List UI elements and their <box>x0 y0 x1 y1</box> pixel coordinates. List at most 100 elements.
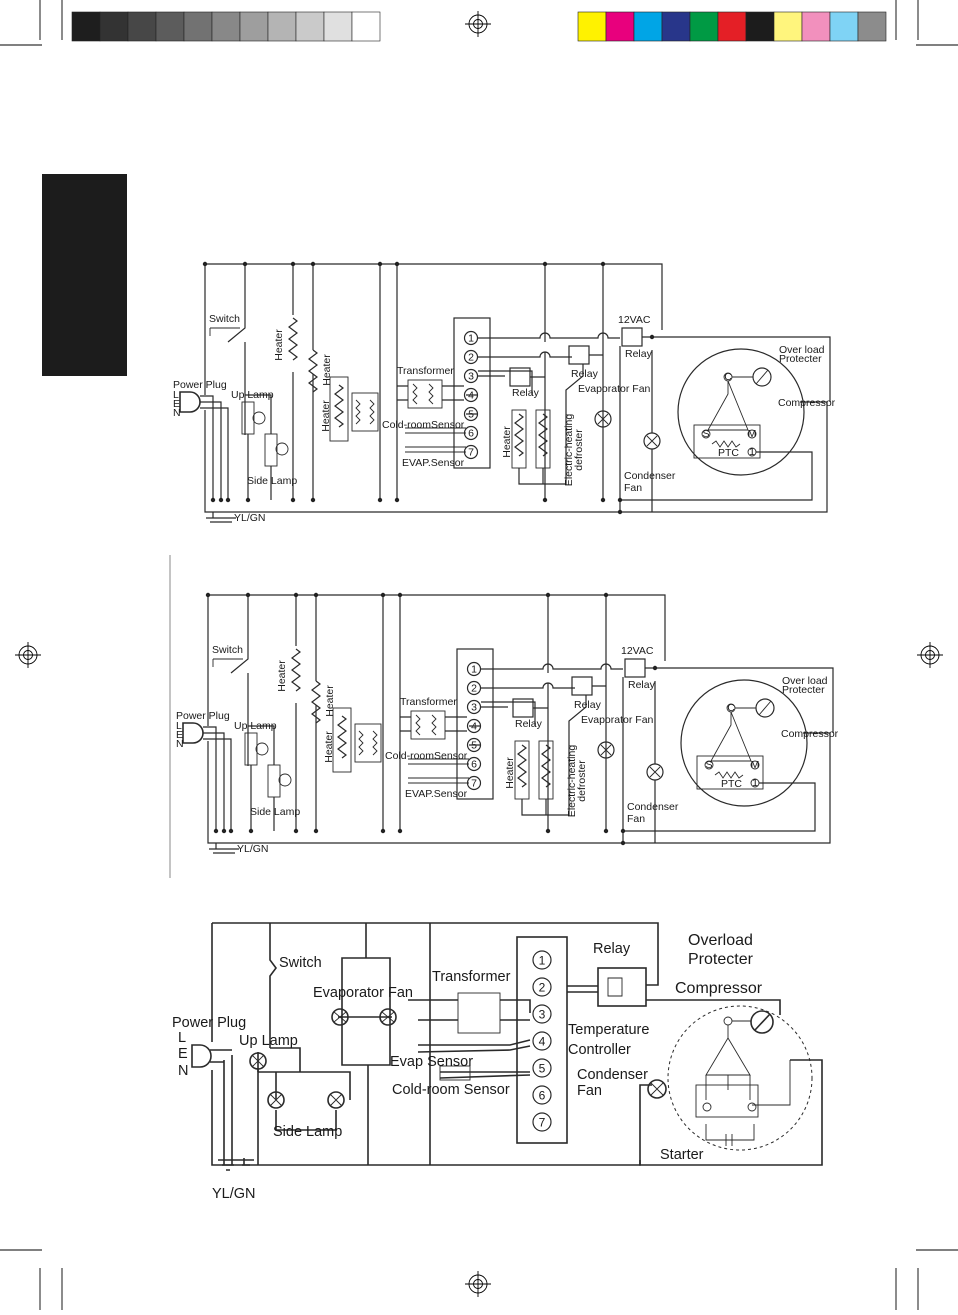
d2-ground-label: YL/GN <box>237 843 269 855</box>
ptc-box <box>693 424 761 459</box>
terminal-number: 6 <box>471 759 477 771</box>
wire <box>205 263 663 330</box>
junction-dot <box>313 592 319 598</box>
coil <box>355 399 375 425</box>
d2-power-plug-label: Power Plug <box>176 710 230 722</box>
compressor-circle <box>677 348 805 476</box>
junction-dot <box>293 828 299 834</box>
d1-cold-room-sensor-label: Cold-roomSensor <box>382 419 465 431</box>
junction-dot <box>210 497 216 503</box>
wire <box>466 394 478 415</box>
d2-cold-room-sensor-label: Cold-roomSensor <box>385 750 468 762</box>
evaporator-fan <box>597 741 615 759</box>
ptc-box <box>696 755 764 790</box>
d1-transformer-label: Transformer <box>397 365 454 377</box>
terminal-circle <box>532 1004 552 1024</box>
junction-dot <box>293 592 299 598</box>
junction-dot <box>213 828 219 834</box>
d2-overload-label-2: Protecter <box>782 684 825 696</box>
d1-defroster-label-2: defroster <box>573 429 585 471</box>
d2-condenser-label-1: Condenser <box>627 801 679 813</box>
junction-dot <box>221 828 227 834</box>
terminal-number: 1 <box>539 954 546 968</box>
heater-frame <box>354 723 382 763</box>
condenser-fan-symbol <box>647 1079 667 1099</box>
d1-evap-sensor-label: EVAP.Sensor <box>402 457 465 469</box>
heater-frame <box>332 707 352 773</box>
wire <box>645 667 834 733</box>
terminal-number: 6 <box>539 1089 546 1103</box>
junction-dot <box>620 840 626 846</box>
d2-up-lamp-label: Up Lamp <box>234 720 277 732</box>
registration-mark-left <box>15 642 41 668</box>
d2-comp-c: C <box>727 702 735 714</box>
wire <box>755 369 769 385</box>
d3-power-plug-label: Power Plug <box>172 1015 246 1031</box>
heater-element <box>541 744 551 788</box>
junction-dot <box>218 497 224 503</box>
compressor-winding <box>710 711 752 762</box>
junction-dot <box>310 497 316 503</box>
terminal-circle <box>463 330 479 346</box>
d2-evap-sensor-label: EVAP.Sensor <box>405 788 468 800</box>
heater-element <box>308 349 318 393</box>
d1-heater-label-3: Heater <box>320 400 332 432</box>
compressor-terminal <box>701 429 711 439</box>
terminal-number: 2 <box>539 981 546 995</box>
d1-pin-n: N <box>173 407 181 419</box>
d3-condenser-label-2: Fan <box>577 1083 602 1099</box>
junction-dot <box>652 665 658 671</box>
ptc-resistor <box>714 771 744 779</box>
d1-condenser-label-1: Condenser <box>624 470 676 482</box>
junction-dot <box>600 497 606 503</box>
d1-switch-label: Switch <box>209 313 240 325</box>
heater-element <box>311 680 321 724</box>
d3-cold-room-sensor-label: Cold-room Sensor <box>392 1082 510 1098</box>
compressor-terminal <box>750 760 760 770</box>
gray-swatch <box>351 11 381 42</box>
wire <box>209 843 239 854</box>
d1-relay-label-1: Relay <box>512 387 540 399</box>
d1-heater-label-1: Heater <box>273 329 285 361</box>
transformer-frame <box>410 710 446 740</box>
gray-swatch <box>323 11 353 42</box>
d3-overload-label-1: Overload <box>688 932 753 949</box>
color-swatch <box>773 11 803 42</box>
junction-dot <box>228 828 234 834</box>
section-tab <box>42 174 127 376</box>
d1-comp-m: M <box>748 428 757 440</box>
relay-coil <box>621 327 643 347</box>
d1-overload-label-2: Protecter <box>779 353 822 365</box>
junction-dot <box>245 592 251 598</box>
registration-mark-bottom <box>465 1271 491 1297</box>
d1-pin-l: L <box>173 389 179 401</box>
wire <box>481 663 623 670</box>
wire <box>204 401 828 513</box>
d1-up-lamp-label: Up Lamp <box>231 389 274 401</box>
compressor-overload-symbol <box>695 1010 791 1146</box>
d1-condenser-label-2: Fan <box>624 482 642 494</box>
terminal-number: 7 <box>539 1116 546 1130</box>
fan-blade <box>649 766 661 778</box>
heater-frame <box>329 376 349 442</box>
coil <box>415 714 437 736</box>
evaporator-fan <box>594 410 612 428</box>
junction-dot <box>310 261 316 267</box>
lamp-frame <box>244 732 258 766</box>
d1-comp-c: C <box>724 371 732 383</box>
junction-dot <box>617 509 623 515</box>
d1-heater-label-4: Heater <box>501 426 513 458</box>
terminal-circle <box>466 661 482 677</box>
wire <box>623 782 816 832</box>
heater-frame <box>351 392 379 432</box>
d1-evaporator-fan-label: Evaporator Fan <box>578 383 651 395</box>
d3-starter-label: Starter <box>660 1147 704 1163</box>
junction-dot <box>248 828 254 834</box>
wire <box>642 336 831 402</box>
lamp-symbol <box>275 442 289 456</box>
junction-dot <box>205 592 211 598</box>
evaporator-fan-symbols <box>331 1008 397 1026</box>
d3-pin-l: L <box>178 1030 186 1046</box>
sensor-wire <box>405 427 466 434</box>
